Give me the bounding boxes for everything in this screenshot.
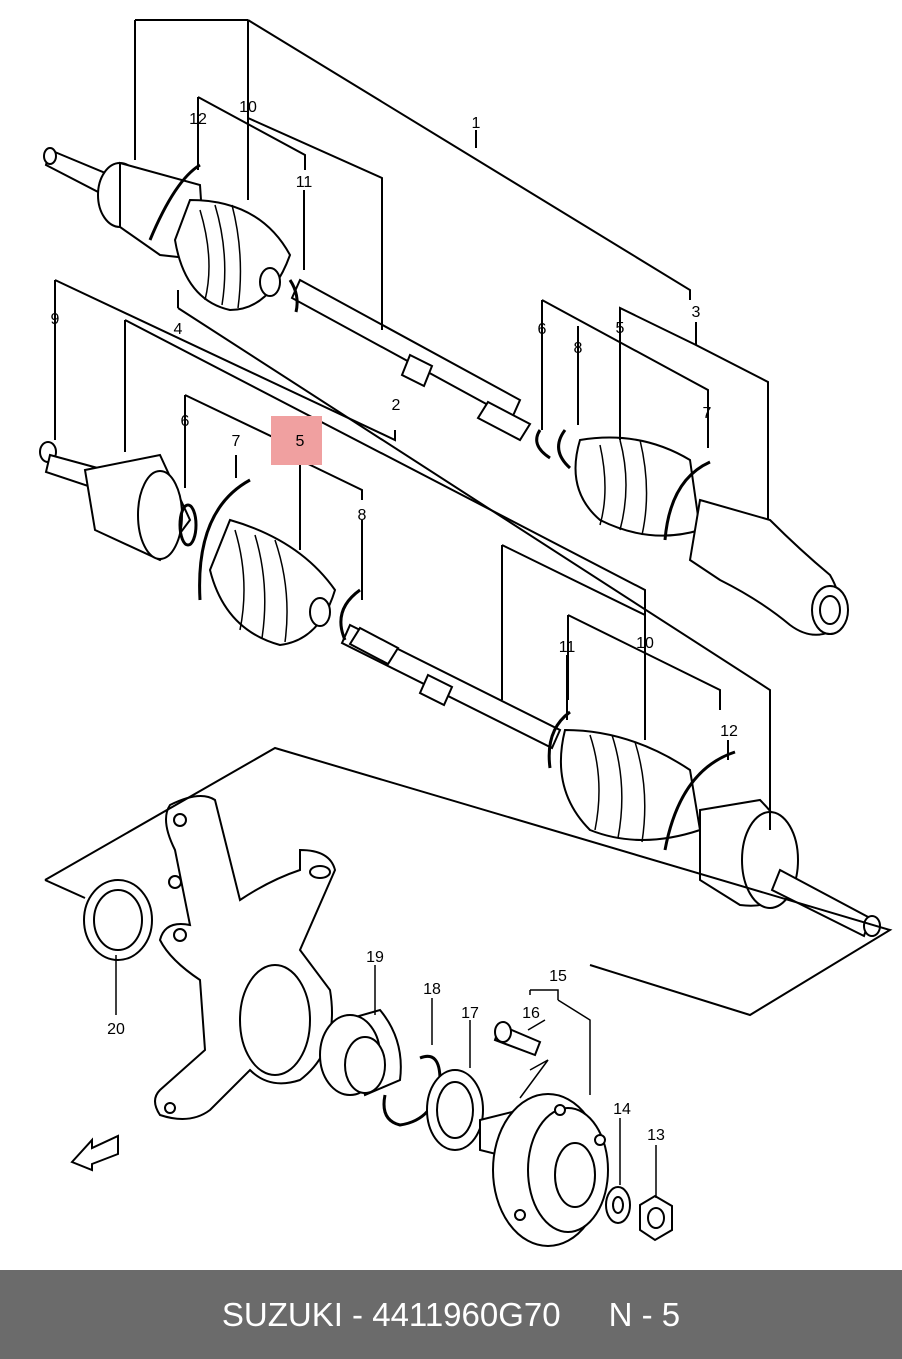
hub-nut <box>639 1194 673 1242</box>
callout-5-upper: 5 <box>616 320 625 337</box>
callout-4: 4 <box>174 321 183 338</box>
callout-2: 2 <box>392 397 401 414</box>
callout-10-upper: 10 <box>239 99 257 116</box>
callout-5-highlighted: 5 <box>296 433 305 450</box>
upper-drive-shaft <box>43 147 849 636</box>
callout-12-lower: 12 <box>720 723 738 740</box>
lower-drive-shaft <box>39 441 881 938</box>
callout-10-lower: 10 <box>636 635 654 652</box>
callout-20: 20 <box>107 1021 125 1038</box>
callout-16: 16 <box>522 1005 540 1022</box>
hub-stud <box>493 1021 542 1057</box>
brand-name: SUZUKI <box>221 1295 343 1333</box>
leader-lines <box>44 19 893 1198</box>
callout-8-lower: 8 <box>358 507 367 524</box>
diagram-position: N - 5 <box>608 1295 681 1333</box>
callout-14: 14 <box>613 1101 631 1118</box>
callout-17: 17 <box>461 1005 479 1022</box>
callout-1: 1 <box>472 115 481 132</box>
callout-6-lower: 6 <box>181 413 190 430</box>
callout-15: 15 <box>549 968 567 985</box>
oil-seal <box>83 879 153 961</box>
callouts: 1 10 12 11 3 9 4 6 5 8 2 7 6 7 5 8 10 11… <box>51 99 738 1144</box>
wheel-hub <box>479 1093 609 1247</box>
wheel-bearing <box>319 1008 402 1097</box>
callout-3: 3 <box>692 304 701 321</box>
highlight-box <box>271 416 322 465</box>
callout-11-lower: 11 <box>559 639 576 656</box>
callout-6-upper: 6 <box>538 321 547 338</box>
callout-9: 9 <box>51 311 60 328</box>
callout-12-upper: 12 <box>189 111 207 128</box>
callout-18: 18 <box>423 981 441 998</box>
exploded-parts-diagram: 1 10 12 11 3 9 4 6 5 8 2 7 6 7 5 8 10 11… <box>39 19 893 1247</box>
callout-7-upper: 7 <box>703 405 712 422</box>
callout-8-upper: 8 <box>574 340 583 357</box>
callout-19: 19 <box>366 949 384 966</box>
separator: - <box>352 1295 364 1333</box>
callout-11-upper: 11 <box>296 174 313 191</box>
part-number: 4411960G70 <box>372 1295 561 1333</box>
front-direction-arrow <box>70 1134 119 1172</box>
part-number-footer: SUZUKI - 4411960G70 N - 5 <box>0 1270 902 1359</box>
callout-7-lower: 7 <box>232 433 241 450</box>
callout-13: 13 <box>647 1127 665 1144</box>
hub-seal <box>426 1069 484 1151</box>
washer <box>605 1186 631 1224</box>
steering-knuckle <box>154 795 337 1120</box>
